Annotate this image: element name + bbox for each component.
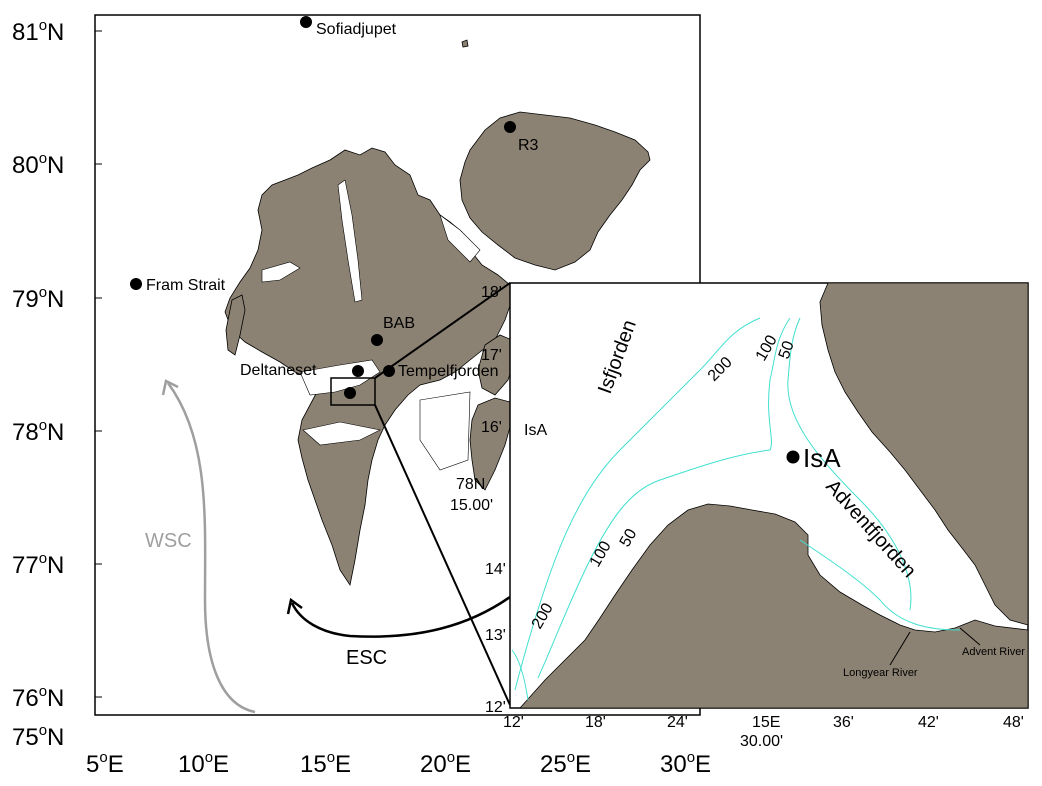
y-tick-75: 75oN	[12, 722, 64, 751]
stations: Sofiadjupet R3 Fram Strait BAB Deltanese…	[130, 16, 539, 399]
inset-y-tick-13: 13'	[485, 627, 506, 644]
station-fram-strait	[130, 278, 142, 290]
x-tick-30: 30oE	[660, 749, 711, 778]
nordaustlandet-island	[459, 111, 651, 271]
label-isa-small: IsA	[524, 422, 547, 439]
kvitoya-island	[461, 39, 469, 48]
barentsoya-island	[477, 334, 516, 396]
station-r3	[504, 121, 516, 133]
x-tick-20: 20oE	[420, 749, 471, 778]
esc-arrowhead	[286, 597, 303, 615]
station-bab	[371, 334, 383, 346]
station-sofiadjupet	[300, 16, 312, 28]
label-esc: ESC	[346, 647, 387, 669]
wsc-arrow	[166, 382, 256, 714]
y-tick-77: 77oN	[12, 550, 64, 579]
x-tick-10: 10oE	[178, 749, 229, 778]
wijdefjorden-cut	[337, 179, 363, 303]
contour-100-upper	[537, 317, 791, 679]
inset-y-tick-78n: 78N	[456, 476, 485, 493]
x-tick-15: 15oE	[300, 749, 351, 778]
inset-y-tick-14: 14'	[485, 561, 506, 578]
inset-connector-top	[374, 282, 511, 379]
y-tick-81: 81oN	[12, 17, 64, 46]
y-tick-80: 80oN	[12, 150, 64, 179]
label-tempelfjorden: Tempelfjorden	[398, 363, 499, 380]
currents: WSC ESC	[145, 379, 511, 714]
fjord-cuts	[261, 179, 481, 471]
label-isa-inset: IsA	[803, 443, 841, 473]
edgeoya-island	[469, 397, 513, 491]
label-fram-strait: Fram Strait	[146, 277, 226, 294]
inset-y-tick-15: 15.00'	[450, 497, 493, 514]
station-tempelfjorden	[383, 365, 395, 377]
y-tick-76: 76oN	[12, 683, 64, 712]
inset-x-tick-36: 36'	[833, 714, 854, 731]
inset-land-northeast	[819, 282, 1029, 626]
label-sofiadjupet: Sofiadjupet	[316, 21, 397, 38]
station-deltaneset	[352, 365, 364, 377]
inset-station-isa	[786, 450, 800, 464]
label-advent-river: Advent River	[962, 646, 1025, 658]
hinlopen-cut	[439, 214, 481, 263]
x-tick-5: 5oE	[86, 749, 124, 778]
prins-karls-forland	[225, 294, 246, 356]
inset-x-tick-30: 30.00'	[740, 733, 783, 750]
inset-land-south	[519, 503, 1029, 709]
inset-x-tick-48: 48'	[1003, 714, 1024, 731]
label-wsc: WSC	[145, 530, 192, 552]
inset-x-tick-42: 42'	[918, 714, 939, 731]
storfjorden-cut	[419, 391, 471, 471]
label-r3: R3	[518, 137, 539, 154]
inset-x-tick-24: 24'	[667, 714, 688, 731]
wsc-arrowhead	[161, 379, 179, 396]
inset-y-tick-18: 18'	[481, 284, 502, 301]
river-advent-pointer	[959, 627, 981, 646]
main-y-axis: 81oN 80oN 79oN 78oN 77oN 76oN 75oN	[12, 17, 102, 751]
river-longyear-pointer	[889, 631, 911, 666]
inset-y-tick-16: 16'	[481, 419, 502, 436]
inset-map: 200 100 50 50 100 200 Isfjorden Adventfj…	[450, 282, 1029, 750]
inset-x-tick-12: 12'	[503, 714, 524, 731]
contour-200-upper	[514, 317, 761, 691]
y-tick-79: 79oN	[12, 284, 64, 313]
vanmijenfjorden-cut	[302, 421, 381, 446]
inset-y-tick-17: 17'	[481, 347, 502, 364]
inset-y-tick-12: 12'	[485, 699, 506, 716]
station-isa-main	[344, 387, 356, 399]
contour-shallow-south	[799, 539, 961, 631]
inset-contours	[511, 317, 961, 701]
inset-x-tick-18: 18'	[585, 714, 606, 731]
kongsfjorden-cut	[261, 261, 301, 283]
esc-arrow	[290, 595, 511, 638]
label-deltaneset: Deltaneset	[240, 362, 317, 379]
inset-x-tick-15e: 15E	[752, 714, 780, 731]
contour-left-edge	[511, 649, 529, 701]
label-bab: BAB	[383, 315, 415, 332]
inset-connector-bottom	[374, 404, 511, 706]
inset-locator-box	[330, 377, 376, 406]
contour-label-50-mid: 50	[617, 526, 641, 550]
inset-y-axis: 18' 17' 16' 78N 15.00' 14' 13' 12'	[450, 284, 506, 716]
label-longyear-river: Longyear River	[843, 667, 918, 679]
contour-label-50-top: 50	[776, 339, 798, 362]
main-x-axis: 5oE 10oE 15oE 20oE 25oE 30oE	[86, 749, 711, 778]
inset-x-axis: 12' 18' 24' 15E 30.00' 36' 42' 48'	[503, 714, 1024, 750]
x-tick-25: 25oE	[540, 749, 591, 778]
contour-50-upper	[787, 317, 912, 611]
y-tick-78: 78oN	[12, 417, 64, 446]
